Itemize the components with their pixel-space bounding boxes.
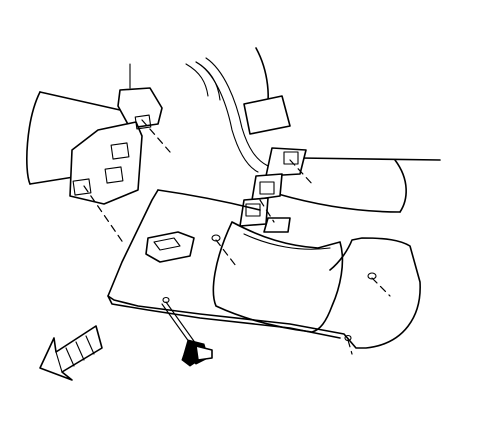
front-direction-arrow xyxy=(39,325,103,381)
retaining-screw xyxy=(161,301,213,367)
wire-harness xyxy=(195,57,269,173)
left-bracket xyxy=(69,87,163,205)
knee-bolster-panel xyxy=(107,189,421,349)
right-bracket xyxy=(239,95,307,233)
alignment-guides xyxy=(83,119,391,355)
steering-column-opening xyxy=(212,221,344,333)
